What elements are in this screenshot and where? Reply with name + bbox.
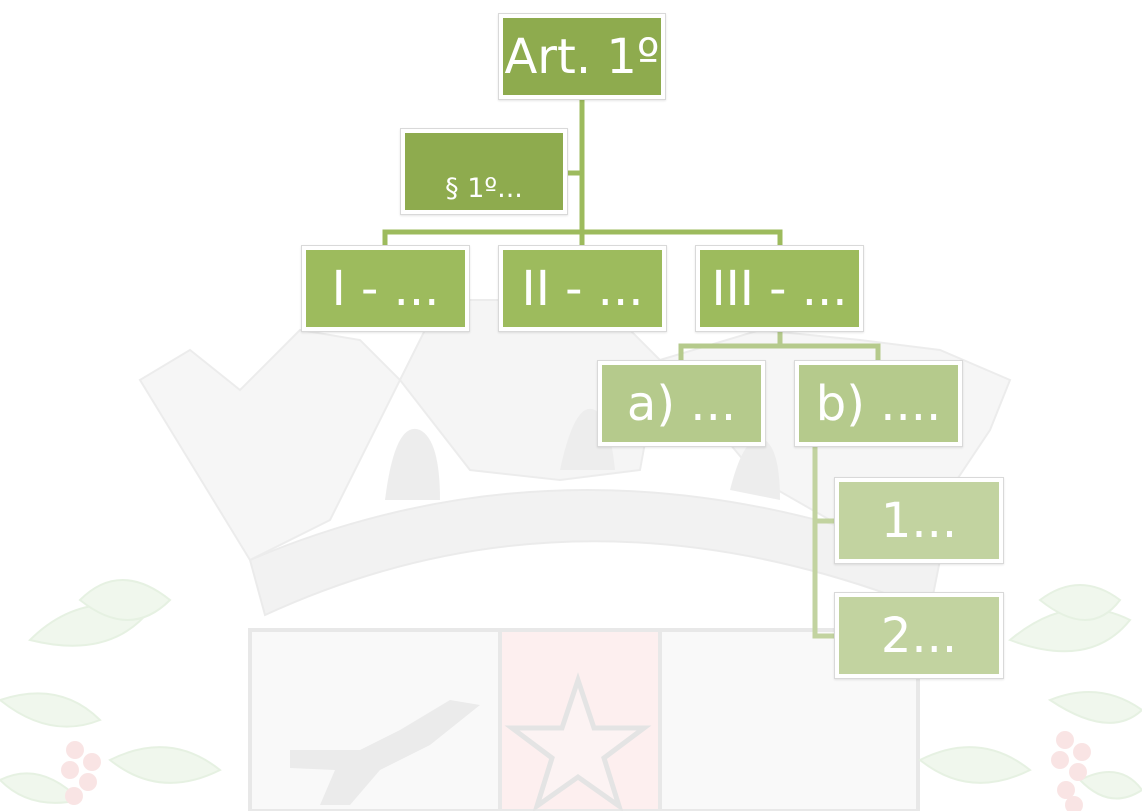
node-article-1: Art. 1º xyxy=(498,13,666,100)
node-alinea-b-label: b) .... xyxy=(799,365,958,442)
node-item-2: 2... xyxy=(834,592,1004,679)
node-inciso-ii-label: II - ... xyxy=(503,250,662,327)
node-inciso-iii: III - ... xyxy=(695,245,864,332)
node-inciso-i: I - ... xyxy=(301,245,470,332)
node-inciso-iii-label: III - ... xyxy=(700,250,859,327)
node-item-2-label: 2... xyxy=(839,597,999,674)
node-item-1: 1... xyxy=(834,477,1004,564)
node-inciso-i-label: I - ... xyxy=(306,250,465,327)
node-alinea-b: b) .... xyxy=(794,360,963,447)
node-alinea-a: a) ... xyxy=(597,360,766,447)
node-paragraph-1: § 1º... xyxy=(400,128,568,215)
node-item-1-label: 1... xyxy=(839,482,999,559)
node-paragraph-1-label: § 1º... xyxy=(405,133,563,210)
node-alinea-a-label: a) ... xyxy=(602,365,761,442)
node-article-1-label: Art. 1º xyxy=(503,18,661,95)
node-inciso-ii: II - ... xyxy=(498,245,667,332)
